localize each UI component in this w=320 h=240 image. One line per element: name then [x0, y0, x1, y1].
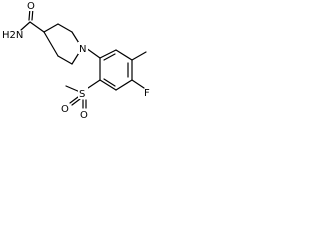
bond-s-o-left-b — [71, 98, 81, 106]
atom-sulfur: S — [79, 89, 85, 100]
atom-amide-oxygen: O — [27, 1, 35, 12]
bond-pip-c3-c2 — [57, 23, 73, 33]
bond-ar-inner-3 — [103, 78, 116, 87]
atom-fluorine: F — [144, 88, 150, 99]
bond-s-methyl — [65, 85, 81, 93]
bond-pip-c4-c3 — [43, 23, 59, 33]
atom-sulfonyl-oxygen-1: O — [61, 104, 69, 115]
bond-ar-c5-c6 — [99, 79, 117, 91]
bond-ar-c4-c5 — [115, 79, 133, 91]
bond-pip-c5-c4 — [43, 31, 59, 57]
atom-sulfonyl-oxygen-2: O — [80, 110, 88, 120]
structure-diagram: O H2N N S O O F — [2, 0, 150, 120]
bond-ar-c1-c2 — [99, 49, 117, 59]
bond-n-aryl — [85, 47, 101, 59]
bond-ar-inner-1 — [103, 53, 116, 61]
bond-fluoro — [131, 79, 145, 89]
bond-aryl-s — [87, 79, 101, 89]
bond-layer — [20, 7, 147, 109]
atom-ring-nitrogen: N — [79, 44, 86, 55]
bond-methyl — [131, 51, 147, 61]
atom-amide-nitrogen: H2N — [2, 30, 23, 41]
bond-carbonyl-single — [29, 21, 45, 33]
bond-amide-n — [20, 21, 31, 31]
bond-ar-c2-c3 — [115, 49, 133, 61]
bond-pip-c6-c5 — [57, 55, 73, 65]
label-layer: O H2N N S O O F — [2, 0, 150, 120]
bond-s-o-left — [69, 96, 79, 104]
